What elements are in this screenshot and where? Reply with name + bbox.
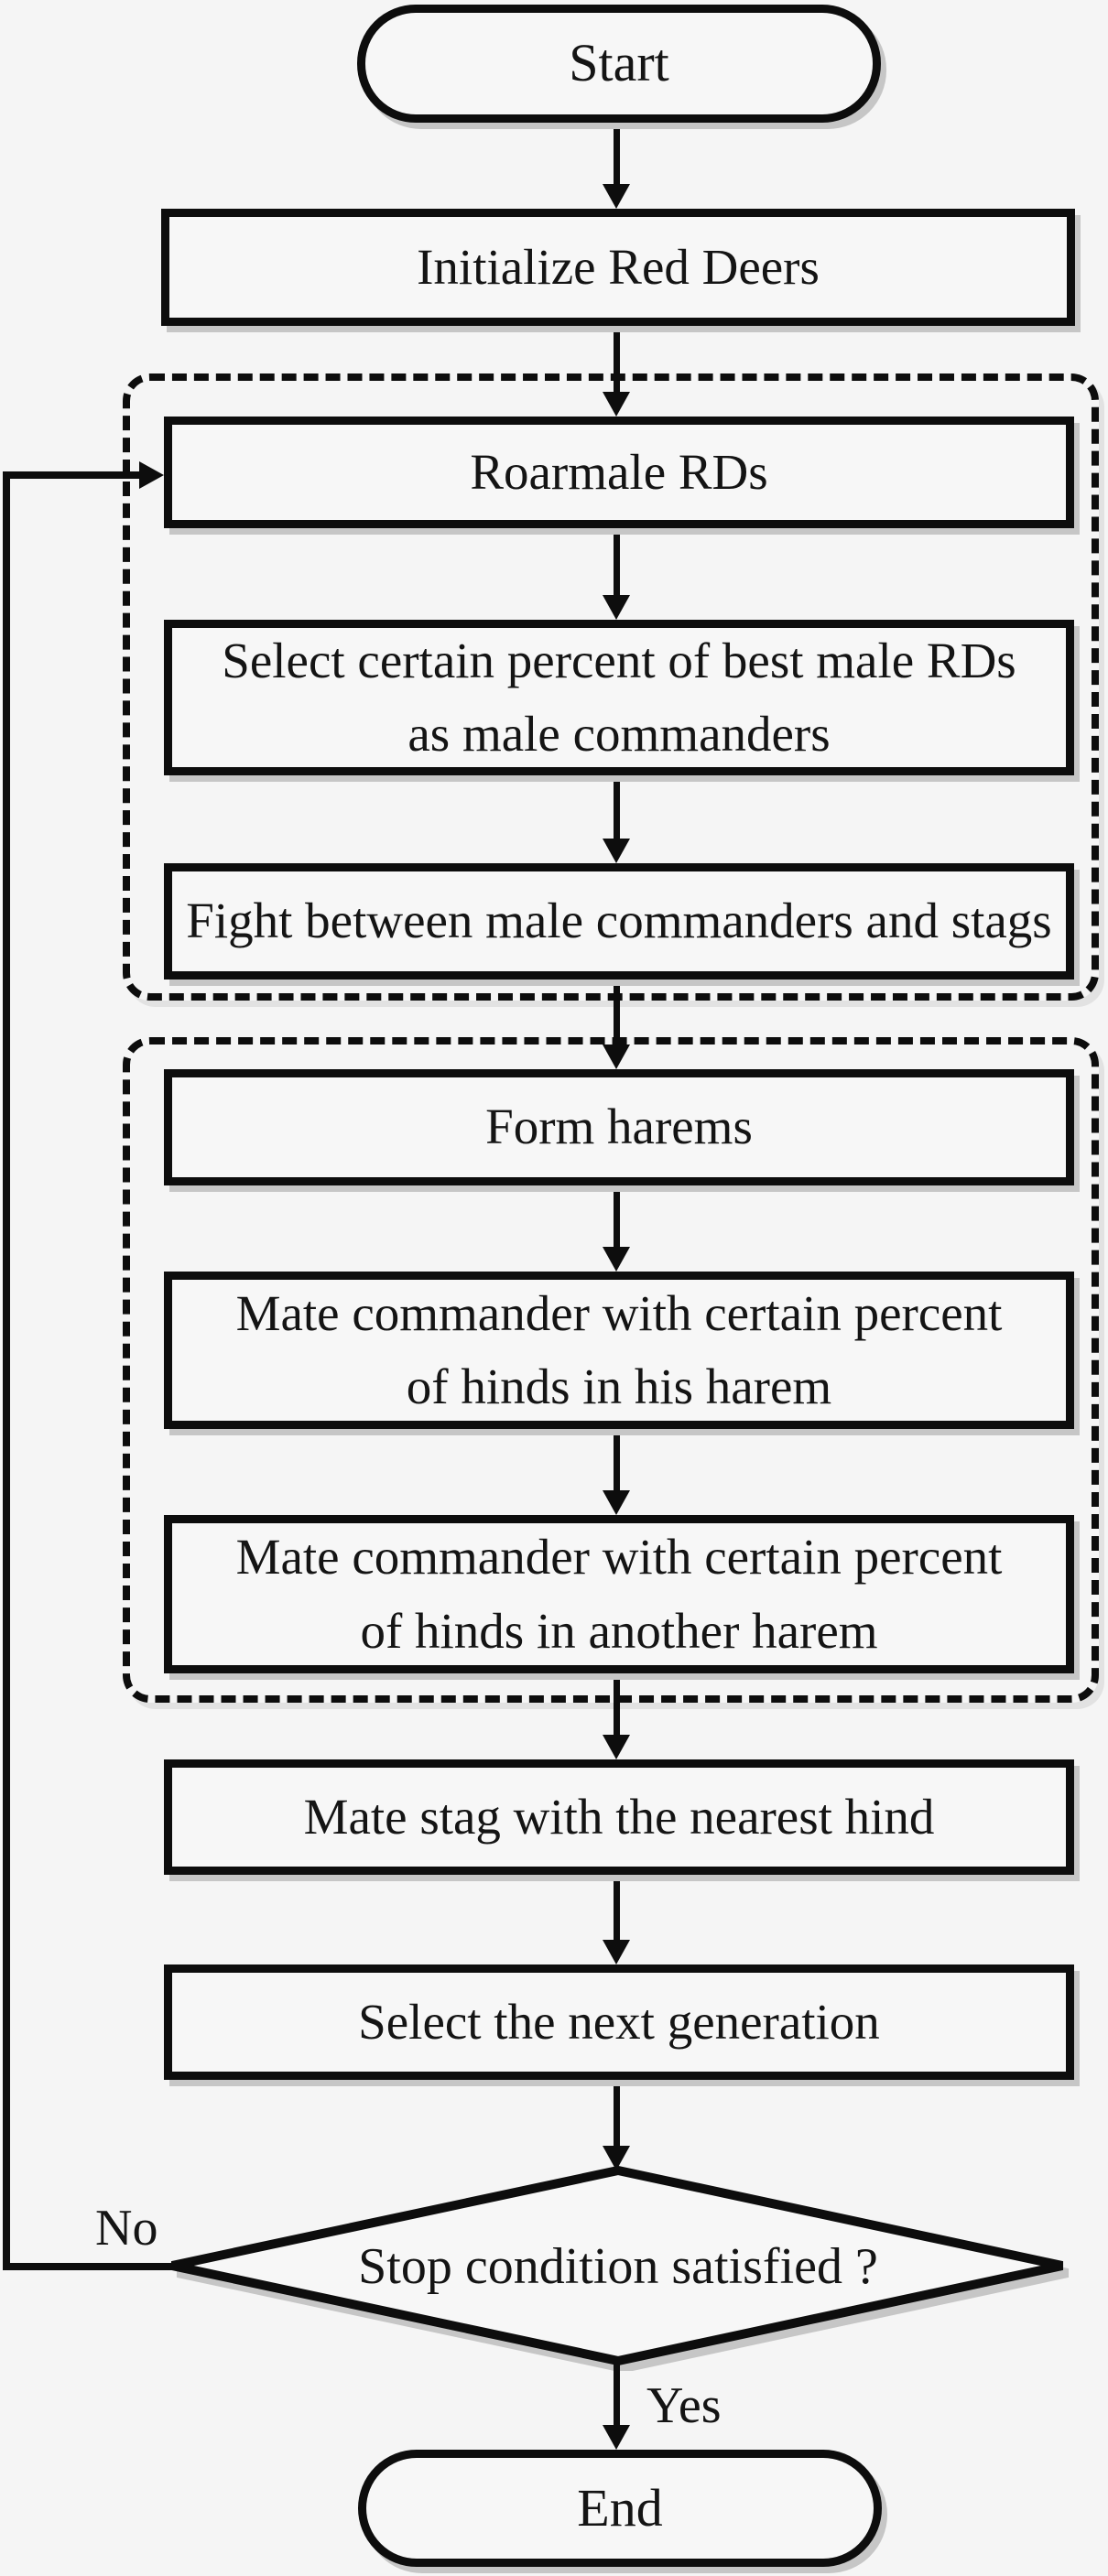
loop-top-segment xyxy=(3,471,145,479)
node-roar-male-rds: Roarmale RDs xyxy=(164,417,1074,528)
arrowhead-down-icon xyxy=(603,2146,630,2170)
node-mate-commander-another-harem: Mate commander with certain percent of h… xyxy=(164,1515,1074,1673)
edge-start-initialize xyxy=(614,119,620,187)
node-fight-label: Fight between male commanders and stags xyxy=(186,893,1052,949)
edge-initialize-roar xyxy=(614,322,620,395)
node-roar-label: Roarmale RDs xyxy=(470,443,768,500)
edge-stag-nextgen xyxy=(614,1871,620,1943)
edge-label-yes: Yes xyxy=(646,2377,722,2434)
arrowhead-down-icon xyxy=(603,184,630,209)
arrowhead-down-icon xyxy=(603,1490,630,1515)
node-mate-commander-his-harem: Mate commander with certain percent of h… xyxy=(164,1272,1074,1429)
node-mate-stag-nearest-hind: Mate stag with the nearest hind xyxy=(164,1759,1074,1875)
edge-mate2-stag xyxy=(614,1670,620,1737)
node-initialize-label: Initialize Red Deers xyxy=(417,238,820,295)
arrowhead-down-icon xyxy=(603,1940,630,1964)
arrowhead-down-icon xyxy=(603,1735,630,1759)
group-roaring-fighting-phase xyxy=(123,373,1099,1001)
arrowhead-down-icon xyxy=(603,1044,630,1069)
node-start-label: Start xyxy=(569,33,669,93)
node-select-next-generation: Select the next generation xyxy=(164,1964,1074,2080)
edge-mate1-mate2 xyxy=(614,1425,620,1493)
edge-form-mate1 xyxy=(614,1182,620,1250)
node-form-harems-label: Form harems xyxy=(485,1099,753,1155)
node-start: Start xyxy=(357,5,881,123)
loop-left-segment xyxy=(3,471,10,2270)
node-end-label: End xyxy=(577,2477,663,2538)
node-stop-condition-label: Stop condition satisfied ? xyxy=(358,2238,878,2295)
node-next-generation-label: Select the next generation xyxy=(358,1993,880,2050)
edge-nextgen-decision xyxy=(614,2076,620,2148)
edge-fight-form xyxy=(614,976,620,1047)
node-form-harems: Form harems xyxy=(164,1069,1074,1185)
node-fight-commanders-stags: Fight between male commanders and stags xyxy=(164,863,1074,980)
node-stop-condition: Stop condition satisfied ? xyxy=(252,2235,984,2299)
arrowhead-down-icon xyxy=(603,595,630,620)
edge-decision-end xyxy=(614,2361,620,2428)
node-mate-his-harem-label: Mate commander with certain percent of h… xyxy=(235,1284,1003,1414)
arrowhead-right-icon xyxy=(139,461,164,489)
node-end: End xyxy=(358,2450,882,2567)
arrowhead-down-icon xyxy=(603,839,630,863)
arrowhead-down-icon xyxy=(603,2425,630,2450)
node-initialize-red-deers: Initialize Red Deers xyxy=(161,209,1075,326)
loop-bottom-segment xyxy=(3,2263,172,2270)
group-mating-phase xyxy=(123,1037,1099,1703)
arrowhead-down-icon xyxy=(603,392,630,417)
edge-roar-select xyxy=(614,525,620,598)
arrowhead-down-icon xyxy=(603,1247,630,1272)
node-select-commanders-label: Select certain percent of best male RDs … xyxy=(222,632,1016,762)
node-mate-stag-label: Mate stag with the nearest hind xyxy=(303,1788,935,1845)
node-mate-another-harem-label: Mate commander with certain percent of h… xyxy=(235,1529,1003,1659)
node-select-male-commanders: Select certain percent of best male RDs … xyxy=(164,620,1074,775)
edge-select-fight xyxy=(614,771,620,841)
edge-label-no: No xyxy=(95,2200,158,2257)
